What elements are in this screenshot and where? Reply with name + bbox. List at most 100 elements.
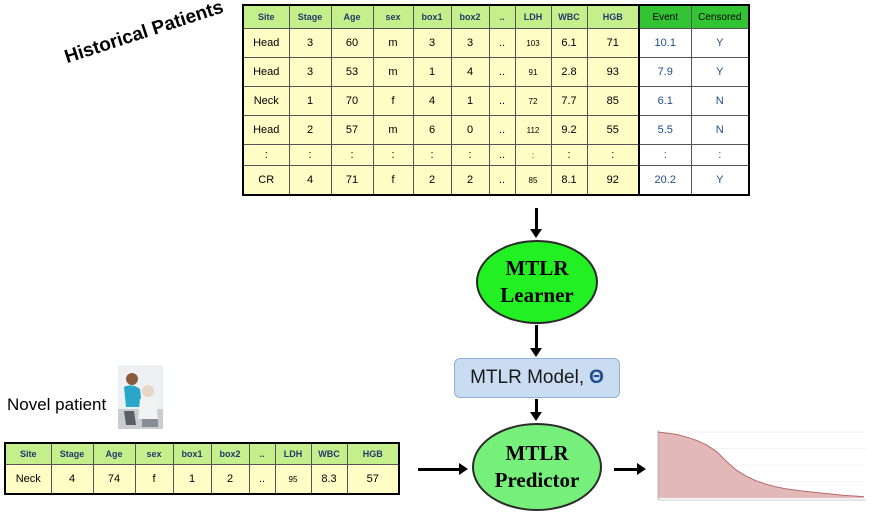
survival-curve-plot	[648, 426, 870, 514]
hist-cell-event: 10.1	[638, 28, 692, 58]
hist-cell-sex: m	[372, 115, 414, 145]
header-stage: Stage	[288, 4, 332, 29]
hist-cell-stage: 4	[288, 165, 332, 196]
novel-header-sex: sex	[134, 442, 174, 465]
novel-cell-sex: f	[134, 464, 174, 495]
novel-cell-wbc: 8.3	[310, 464, 348, 495]
novel-patient-label: Novel patient	[7, 395, 107, 414]
arrow-predictor-to-curve	[614, 468, 638, 471]
mtlr-learner-node: MTLR Learner	[476, 240, 598, 324]
hist-cell-box2: 1	[450, 86, 490, 116]
hist-cell-ldh: 112	[514, 115, 552, 145]
predictor-line2: Predictor	[494, 468, 580, 492]
hist-cell-ellipsis: ..	[488, 165, 516, 196]
header-box2: box2	[450, 4, 490, 29]
hist-cell-box2: 3	[450, 28, 490, 58]
header-box1: box1	[412, 4, 452, 29]
novel-header-box1: box1	[172, 442, 212, 465]
hist-cell-age: 60	[330, 28, 374, 58]
hist-cell-stage: 3	[288, 57, 332, 87]
hist-cell-wbc: 8.1	[550, 165, 588, 196]
hist-cell-wbc: 7.7	[550, 86, 588, 116]
header-hgb: HGB	[586, 4, 640, 29]
novel-header-stage: Stage	[50, 442, 94, 465]
novel-patient-table: Site Stage Age sex box1 box2 .. LDH WBC …	[4, 442, 400, 495]
novel-header-box2: box2	[210, 442, 250, 465]
novel-cell-ellipsis: ..	[248, 464, 276, 495]
header-wbc: WBC	[550, 4, 588, 29]
novel-header-row: Site Stage Age sex box1 box2 .. LDH WBC …	[4, 442, 400, 465]
arrowhead-learner	[530, 229, 542, 238]
novel-header-ldh: LDH	[274, 442, 312, 465]
hist-cell-ellipsis: ..	[488, 115, 516, 145]
hist-cell-stage: 1	[288, 86, 332, 116]
hist-cell-age: :	[330, 144, 374, 166]
arrowhead-predictor	[530, 412, 542, 421]
historical-patients-table: Site Stage Age sex box1 box2 .. LDH WBC …	[242, 4, 750, 196]
historical-patients-label: Historical Patients	[62, 0, 227, 68]
arrowhead-curve	[637, 463, 646, 475]
hist-cell-censored: N	[690, 115, 750, 145]
hist-cell-site: Head	[242, 28, 290, 58]
hist-cell-ldh: :	[514, 144, 552, 166]
novel-header-ellipsis: ..	[248, 442, 276, 465]
mtlr-model-box: MTLR Model, Θ	[454, 358, 620, 398]
hist-cell-box2: 0	[450, 115, 490, 145]
hist-cell-box2: 2	[450, 165, 490, 196]
hist-cell-ellipsis: ..	[488, 57, 516, 87]
historical-header-row: Site Stage Age sex box1 box2 .. LDH WBC …	[242, 4, 750, 29]
novel-cell-stage: 4	[50, 464, 94, 495]
hist-cell-ldh: 85	[514, 165, 552, 196]
hist-cell-event: 5.5	[638, 115, 692, 145]
arrow-model-to-predictor	[535, 399, 538, 413]
arrowhead-model	[530, 348, 542, 357]
novel-header-age: Age	[92, 442, 136, 465]
hist-cell-hgb: 92	[586, 165, 640, 196]
learner-line2: Learner	[500, 283, 574, 307]
hist-cell-sex: :	[372, 144, 414, 166]
hist-cell-ellipsis: ..	[488, 86, 516, 116]
model-label: MTLR Model,	[470, 367, 585, 388]
patient-photo-icon	[118, 365, 163, 429]
hist-cell-stage: :	[288, 144, 332, 166]
hist-cell-sex: m	[372, 28, 414, 58]
hist-cell-event: 6.1	[638, 86, 692, 116]
novel-cell-box1: 1	[172, 464, 212, 495]
hist-cell-age: 57	[330, 115, 374, 145]
arrowhead-novel	[459, 463, 468, 475]
novel-cell-hgb: 57	[346, 464, 400, 495]
hist-cell-event: :	[638, 144, 692, 166]
hist-cell-hgb: 71	[586, 28, 640, 58]
hist-cell-event: 7.9	[638, 57, 692, 87]
arrow-novel-to-predictor	[418, 468, 460, 471]
hist-cell-ellipsis: ..	[488, 28, 516, 58]
hist-cell-site: Head	[242, 57, 290, 87]
hist-cell-age: 71	[330, 165, 374, 196]
hist-cell-box1: 4	[412, 86, 452, 116]
mtlr-predictor-node: MTLR Predictor	[472, 423, 602, 511]
hist-cell-censored: Y	[690, 28, 750, 58]
hist-cell-box2: :	[450, 144, 490, 166]
hist-cell-ldh: 103	[514, 28, 552, 58]
predictor-line1: MTLR	[505, 441, 569, 465]
hist-cell-hgb: 85	[586, 86, 640, 116]
theta-symbol: Θ	[589, 367, 604, 388]
hist-cell-stage: 3	[288, 28, 332, 58]
learner-line1: MTLR	[505, 256, 569, 280]
hist-cell-sex: f	[372, 165, 414, 196]
header-censored: Censored	[690, 4, 750, 29]
header-ellipsis: ..	[488, 4, 516, 29]
header-age: Age	[330, 4, 374, 29]
hist-cell-site: Neck	[242, 86, 290, 116]
hist-cell-wbc: 9.2	[550, 115, 588, 145]
hist-cell-event: 20.2	[638, 165, 692, 196]
hist-cell-hgb: :	[586, 144, 640, 166]
header-site: Site	[242, 4, 290, 29]
novel-cell-age: 74	[92, 464, 136, 495]
novel-data-row: Neck 4 74 f 1 2 .. 95 8.3 57	[4, 464, 400, 495]
hist-cell-box1: :	[412, 144, 452, 166]
